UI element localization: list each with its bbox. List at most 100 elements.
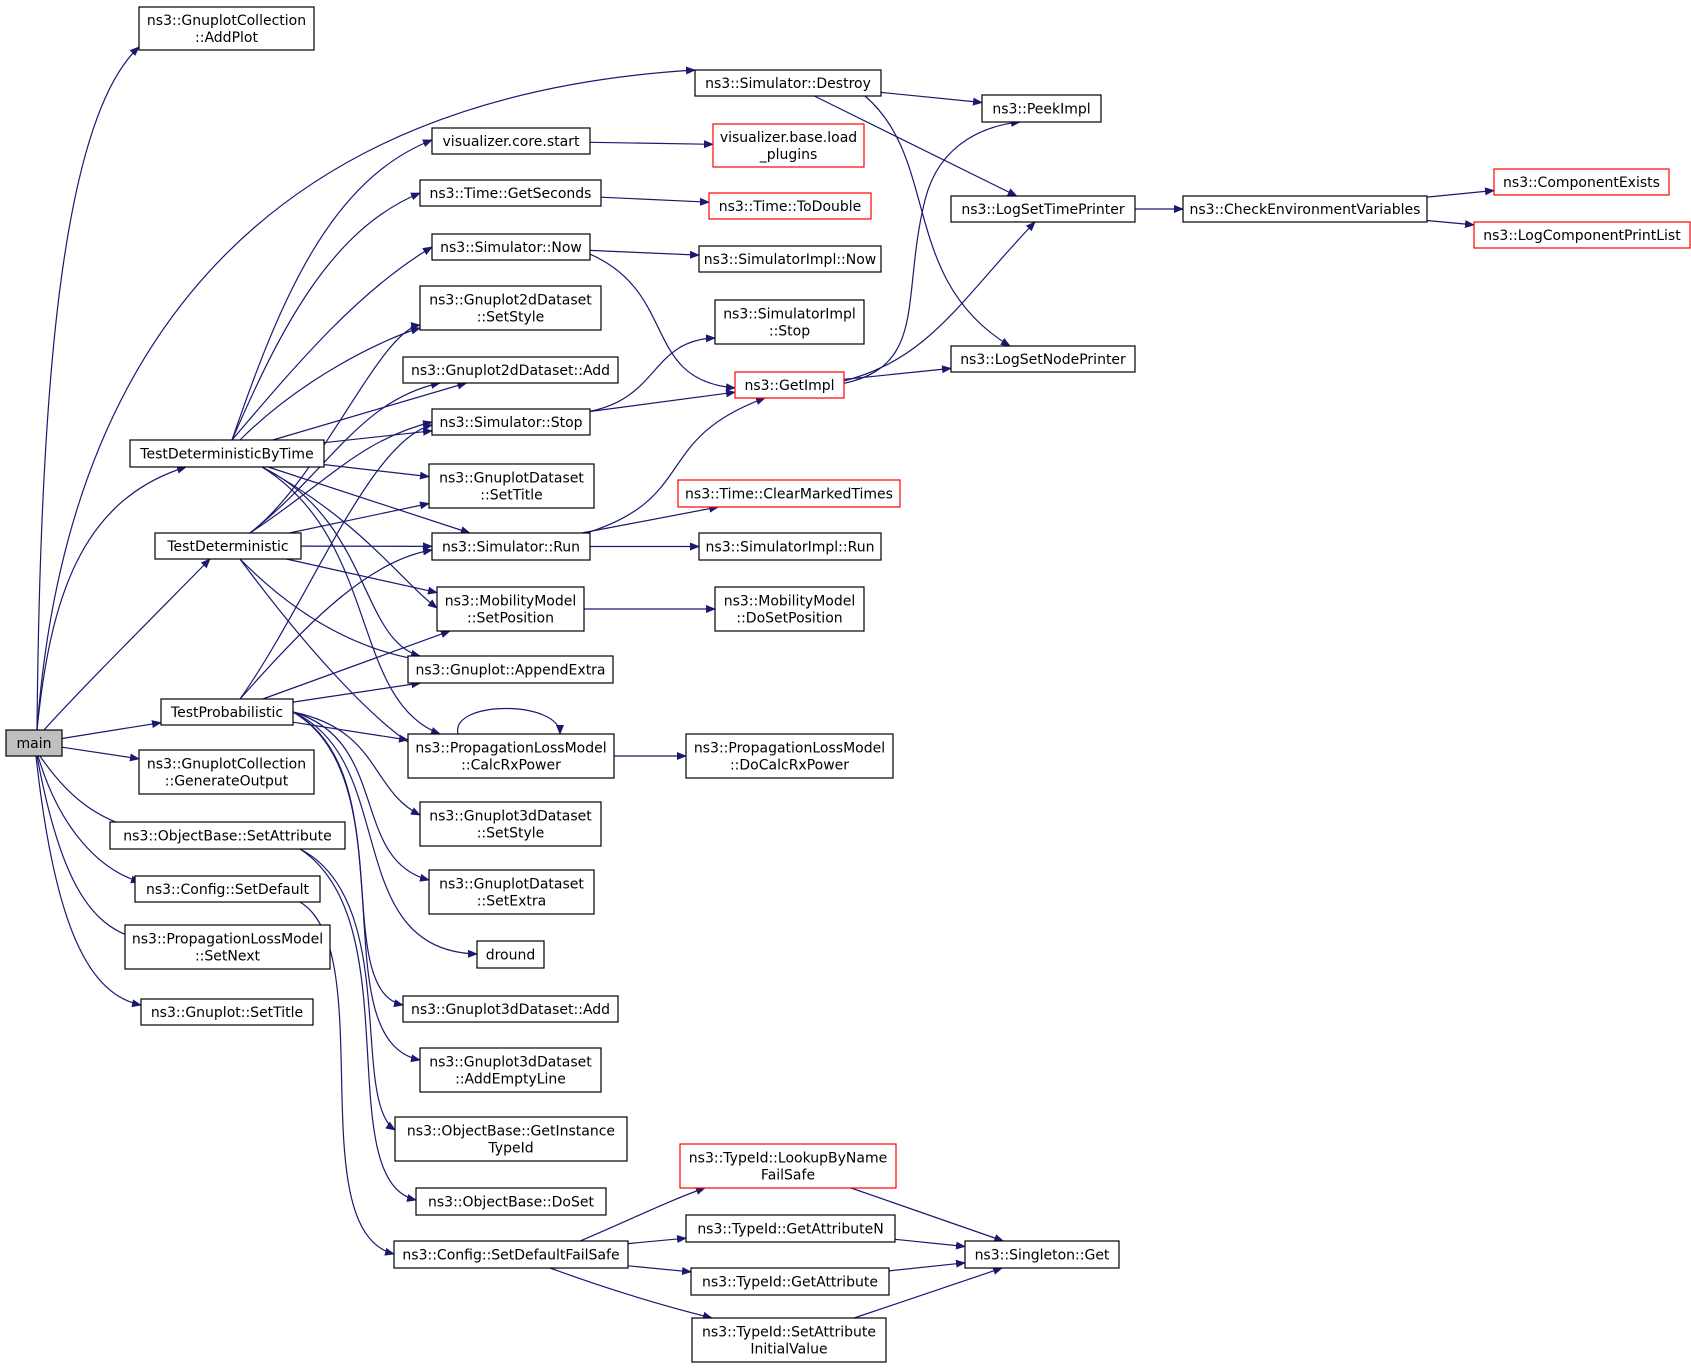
node-logcompprint[interactable]: ns3::LogComponentPrintList — [1473, 221, 1691, 249]
edge-configsetdeffs-to-getattr — [627, 1265, 692, 1276]
node-label: ns3::Gnuplot3dDataset — [429, 1055, 592, 1071]
node-simstop[interactable]: ns3::Simulator::Stop — [431, 408, 591, 436]
node-obdoset[interactable]: ns3::ObjectBase::DoSet — [415, 1187, 607, 1216]
edge-simnow-to-simimplnow — [589, 249, 700, 259]
node-g3daddempty[interactable]: ns3::Gnuplot3dDataset::AddEmptyLine — [419, 1047, 602, 1093]
node-label: ::SetExtra — [477, 894, 546, 910]
edge-getimpl-to-peekimpl — [834, 118, 1021, 386]
node-gdsetextra[interactable]: ns3::GnuplotDataset::SetExtra — [428, 869, 595, 915]
node-label: ns3::PeekImpl — [992, 102, 1090, 118]
node-g3dadd[interactable]: ns3::Gnuplot3dDataset::Add — [402, 995, 619, 1023]
node-logsettime[interactable]: ns3::LogSetTimePrinter — [950, 195, 1136, 223]
node-label: ns3::MobilityModel — [724, 594, 856, 610]
node-label: ns3::Gnuplot::AppendExtra — [415, 663, 605, 679]
node-label: ns3::TypeId::GetAttributeN — [697, 1222, 883, 1238]
node-simimplstop[interactable]: ns3::SimulatorImpl::Stop — [714, 299, 865, 345]
node-testprob[interactable]: TestProbabilistic — [160, 698, 294, 726]
node-label: ns3::TypeId::SetAttribute — [702, 1325, 876, 1341]
node-vizstart[interactable]: visualizer.core.start — [431, 127, 591, 155]
node-box — [129, 439, 325, 468]
node-label: TypeId — [487, 1141, 533, 1157]
node-docalcrx[interactable]: ns3::PropagationLossModel::DoCalcRxPower — [685, 733, 894, 779]
node-clearmarked[interactable]: ns3::Time::ClearMarkedTimes — [677, 479, 901, 508]
node-label: ns3::LogComponentPrintList — [1483, 228, 1681, 244]
node-addplot[interactable]: ns3::GnuplotCollection::AddPlot — [138, 6, 315, 51]
edge-lookupbyname-to-singletonget — [850, 1187, 1005, 1242]
edge-simnow-to-getimpl — [584, 251, 736, 392]
node-appendextra[interactable]: ns3::Gnuplot::AppendExtra — [407, 655, 614, 684]
node-getattr[interactable]: ns3::TypeId::GetAttribute — [690, 1267, 890, 1296]
edge-testdet-to-gdsettitle — [289, 501, 430, 534]
node-tdbt[interactable]: TestDeterministicByTime — [129, 439, 325, 468]
node-compexists[interactable]: ns3::ComponentExists — [1493, 168, 1670, 196]
node-checkenv[interactable]: ns3::CheckEnvironmentVariables — [1182, 195, 1428, 223]
edge-simstop-to-simimplstop — [585, 334, 716, 413]
node-getimpl[interactable]: ns3::GetImpl — [734, 371, 845, 399]
node-simimplrun[interactable]: ns3::SimulatorImpl::Run — [698, 532, 882, 561]
node-testdet[interactable]: TestDeterministic — [154, 532, 302, 560]
node-label: FailSafe — [761, 1168, 815, 1184]
node-mmsetpos[interactable]: ns3::MobilityModel::SetPosition — [436, 586, 585, 632]
node-obsetattr[interactable]: ns3::ObjectBase::SetAttribute — [109, 821, 346, 850]
node-label: ns3::GnuplotDataset — [439, 877, 584, 893]
node-getseconds[interactable]: ns3::Time::GetSeconds — [419, 179, 602, 207]
node-peekimpl[interactable]: ns3::PeekImpl — [981, 94, 1102, 123]
node-box — [134, 875, 321, 903]
node-box — [431, 233, 591, 261]
node-simnow[interactable]: ns3::Simulator::Now — [431, 233, 591, 261]
edge-main-to-configsetdef — [37, 755, 141, 884]
node-g3dsetstyle[interactable]: ns3::Gnuplot3dDataset::SetStyle — [419, 801, 602, 847]
node-box — [138, 749, 315, 795]
node-label: ns3::GnuplotCollection — [147, 757, 306, 773]
node-g2dsetstyle[interactable]: ns3::Gnuplot2dDataset::SetStyle — [419, 285, 602, 331]
node-dround[interactable]: dround — [476, 940, 545, 969]
node-simimplnow[interactable]: ns3::SimulatorImpl::Now — [698, 245, 882, 273]
node-box — [431, 532, 591, 561]
node-label: ::SetStyle — [477, 826, 545, 842]
node-simrun[interactable]: ns3::Simulator::Run — [431, 532, 591, 561]
edge-tdbt-to-g2dadd — [272, 381, 468, 441]
edge-main-to-genoutput — [61, 746, 140, 762]
edge-obsetattr-to-obdoset — [299, 848, 417, 1202]
node-box — [1493, 168, 1670, 196]
node-label: ns3::SimulatorImpl::Run — [706, 540, 875, 556]
node-label: ns3::Simulator::Destroy — [705, 76, 871, 92]
edge-main-to-testdet — [43, 558, 211, 731]
node-logsetnode[interactable]: ns3::LogSetNodePrinter — [950, 345, 1136, 373]
node-main[interactable]: main — [5, 729, 63, 757]
node-box — [394, 1116, 628, 1162]
node-label: ::SetNext — [195, 949, 261, 965]
edge-testprob-to-appendextra — [292, 680, 422, 703]
node-genoutput[interactable]: ns3::GnuplotCollection::GenerateOutput — [138, 749, 315, 795]
edge-testprob-to-simstop — [239, 423, 433, 700]
node-singletonget[interactable]: ns3::Singleton::Get — [964, 1240, 1120, 1269]
node-vizload[interactable]: visualizer.base.load_plugins — [712, 123, 865, 168]
node-box — [428, 463, 595, 509]
node-getattrn[interactable]: ns3::TypeId::GetAttributeN — [685, 1214, 896, 1243]
node-box — [419, 285, 602, 331]
node-configsetdef[interactable]: ns3::Config::SetDefault — [134, 875, 321, 903]
node-mmdosetpos[interactable]: ns3::MobilityModel::DoSetPosition — [714, 586, 865, 632]
node-g2dadd[interactable]: ns3::Gnuplot2dDataset::Add — [402, 356, 619, 384]
node-gdsettitle[interactable]: ns3::GnuplotDataset::SetTitle — [428, 463, 595, 509]
node-box — [160, 698, 294, 726]
node-label: ns3::SimulatorImpl — [723, 307, 856, 323]
node-calcrx[interactable]: ns3::PropagationLossModel::CalcRxPower — [407, 733, 615, 779]
node-gnuplotsettitle[interactable]: ns3::Gnuplot::SetTitle — [140, 998, 314, 1026]
node-label: ns3::CheckEnvironmentVariables — [1190, 202, 1421, 218]
node-plmsetnext[interactable]: ns3::PropagationLossModel::SetNext — [124, 924, 331, 970]
node-label: ns3::Simulator::Now — [440, 240, 582, 256]
node-label: ns3::TypeId::GetAttribute — [702, 1275, 878, 1291]
node-simdestroy[interactable]: ns3::Simulator::Destroy — [694, 69, 882, 97]
node-label: ns3::GnuplotDataset — [439, 471, 584, 487]
node-box — [124, 924, 331, 970]
edge-vizstart-to-vizload — [589, 140, 714, 149]
node-todouble[interactable]: ns3::Time::ToDouble — [708, 192, 872, 220]
node-box — [431, 408, 591, 436]
node-configsetdeffs[interactable]: ns3::Config::SetDefaultFailSafe — [393, 1240, 629, 1269]
node-label: ::Stop — [769, 324, 810, 340]
node-box — [109, 821, 346, 850]
